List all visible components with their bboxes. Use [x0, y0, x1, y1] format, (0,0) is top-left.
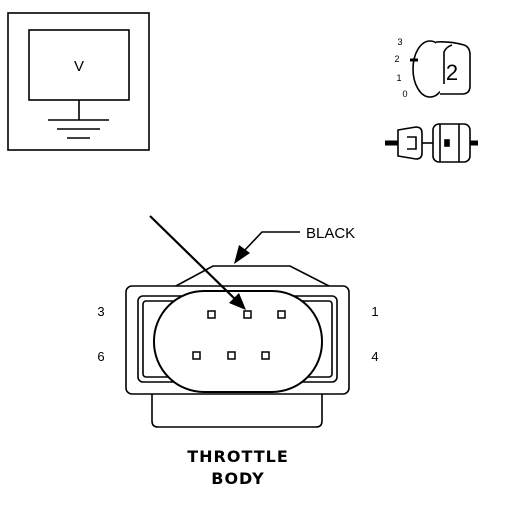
selector-position-0: 0	[402, 89, 407, 99]
connector-color-label: BLACK	[306, 225, 355, 242]
probe-pointer-arrow	[149, 215, 246, 310]
connector-skirt	[151, 394, 323, 428]
selector-knob-icon	[410, 40, 471, 98]
meter-symbol-label: V	[74, 58, 84, 75]
pin-label-1: 1	[371, 304, 378, 319]
selector-position-3: 3	[397, 37, 402, 47]
selector-position-1: 1	[396, 73, 401, 83]
selector-switch: 3 2 1 0 2	[394, 37, 471, 99]
meter-frame	[7, 12, 150, 151]
cavity-pin-1	[277, 310, 286, 319]
callout-leader-line	[243, 231, 300, 252]
selector-current-value: 2	[446, 60, 458, 85]
color-callout: BLACK	[234, 225, 355, 264]
connector-body	[125, 265, 350, 428]
pin-label-4: 4	[371, 349, 378, 364]
probe-connector-icon	[385, 123, 478, 163]
ground-icon	[48, 100, 109, 139]
cavity-pin-2	[243, 310, 252, 319]
cavity-pin-5	[227, 351, 236, 360]
selector-position-2: 2	[394, 54, 399, 64]
cavity-pin-3	[207, 310, 216, 319]
pin-label-3: 3	[97, 304, 104, 319]
caption-line-1: THROTTLE	[187, 447, 289, 466]
pin-cavities	[192, 310, 286, 360]
connector-tab	[173, 265, 332, 288]
caption-line-2: BODY	[211, 469, 265, 488]
cavity-pin-4	[261, 351, 270, 360]
cavity-pin-6	[192, 351, 201, 360]
pin-label-6: 6	[97, 349, 104, 364]
callout-arrowhead	[234, 245, 250, 264]
voltmeter-symbol: V	[7, 12, 150, 151]
